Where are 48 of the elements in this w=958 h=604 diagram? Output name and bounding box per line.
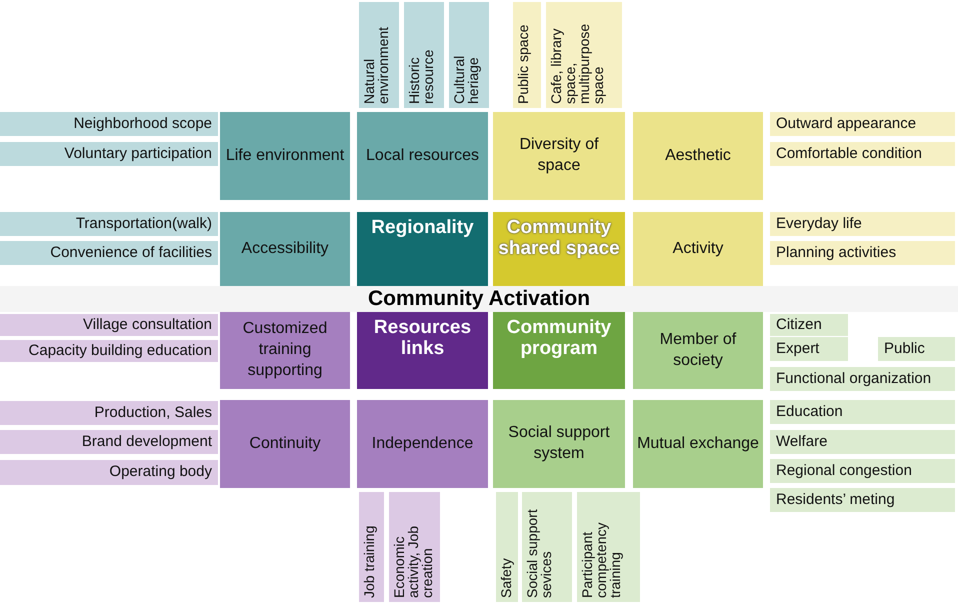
sub-item-box: Economic activity, Job creation xyxy=(389,492,440,602)
sub-item-box: Public space xyxy=(513,2,541,108)
sub-item-box: Outward appearance xyxy=(770,112,955,136)
sub-item-box: Cultural heriage xyxy=(449,2,489,108)
sub-item-box: Transportation(walk) xyxy=(0,212,218,236)
sub-item-box: Voluntary participation xyxy=(0,142,218,166)
sub-item-box: Citizen xyxy=(770,314,848,336)
core-box: Community shared space xyxy=(493,212,625,286)
sub-item-box: Expert xyxy=(770,337,848,361)
core-box: Regionality xyxy=(357,212,488,286)
sub-item-box: Social support sevices xyxy=(522,492,572,602)
sub-item-box: Village consultation xyxy=(0,314,218,336)
category-box: Member of society xyxy=(633,312,763,389)
sub-item-box: Public xyxy=(878,337,955,361)
category-box: Social support system xyxy=(493,400,625,488)
sub-item-box: Functional organization xyxy=(770,367,955,391)
sub-item-box: Participant competency training xyxy=(577,492,640,602)
core-box: Community program xyxy=(493,312,625,389)
core-box: Resources links xyxy=(357,312,488,389)
sub-item-box: Brand development xyxy=(0,430,218,454)
sub-item-box: Neighborhood scope xyxy=(0,112,218,136)
category-box: Continuity xyxy=(220,400,350,488)
category-box: Local resources xyxy=(357,112,488,200)
title-band: Community Activation xyxy=(0,286,958,312)
sub-item-box: Everyday life xyxy=(770,212,955,236)
sub-item-box: Welfare xyxy=(770,430,955,454)
sub-item-box: Job training xyxy=(359,492,384,602)
sub-item-box: Operating body xyxy=(0,460,218,485)
category-box: Customized training supporting xyxy=(220,312,350,389)
category-box: Activity xyxy=(633,212,763,286)
category-box: Accessibility xyxy=(220,212,350,286)
category-box: Mutual exchange xyxy=(633,400,763,488)
category-box: Independence xyxy=(357,400,488,488)
sub-item-box: Historic resource xyxy=(404,2,444,108)
sub-item-box: Planning activities xyxy=(770,241,955,265)
sub-item-box: Natural environment xyxy=(359,2,399,108)
sub-item-box: Regional congestion xyxy=(770,459,955,483)
category-box: Life environment xyxy=(220,112,350,200)
sub-item-box: Education xyxy=(770,400,955,424)
sub-item-box: Safety xyxy=(496,492,518,602)
sub-item-box: Convenience of facilities xyxy=(0,241,218,265)
category-box: Aesthetic xyxy=(633,112,763,200)
sub-item-box: Residents’ meting xyxy=(770,488,955,512)
category-box: Diversity of space xyxy=(493,112,625,200)
sub-item-box: Capacity building education xyxy=(0,340,218,362)
sub-item-box: Comfortable condition xyxy=(770,142,955,166)
sub-item-box: Cafe, library space, multipurpose space xyxy=(546,2,622,108)
sub-item-box: Production, Sales xyxy=(0,401,218,425)
